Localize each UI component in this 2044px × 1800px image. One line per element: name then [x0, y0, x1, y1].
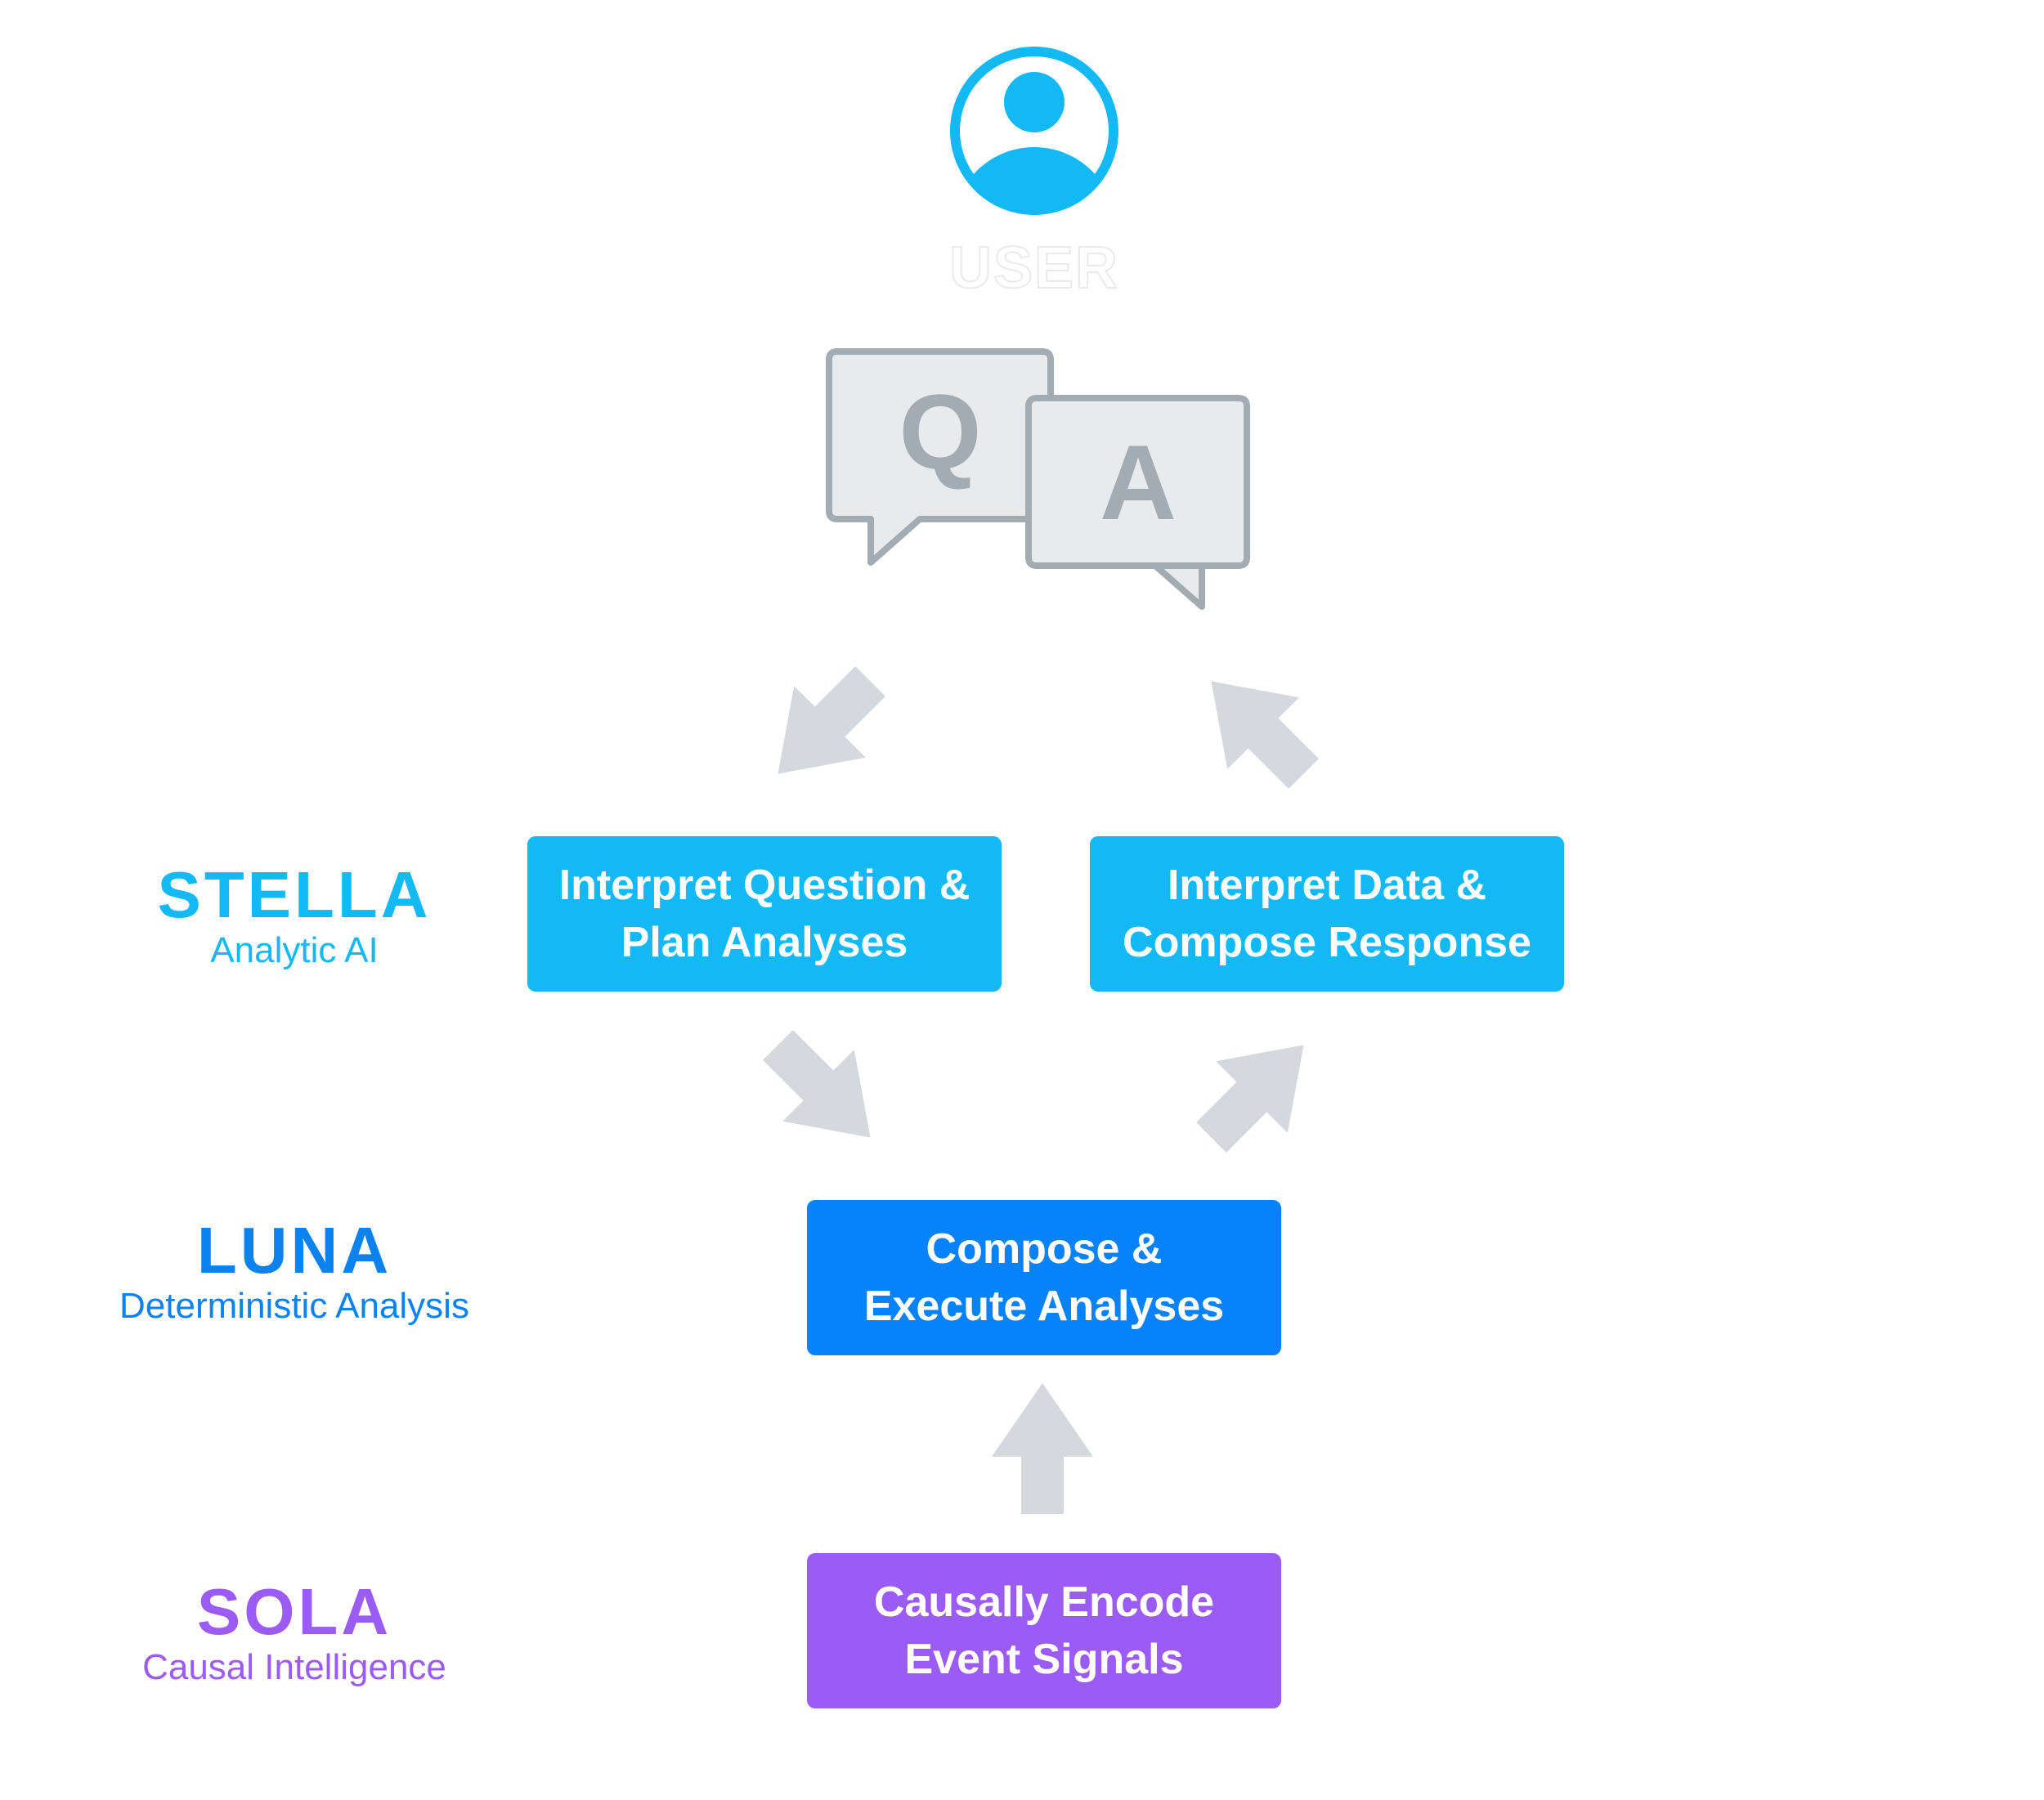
qa-bubbles-icon: Q A: [826, 348, 1250, 610]
arrow-interpret-question-to-compose: [742, 1009, 907, 1174]
layer-subtitle: Analytic AI: [210, 930, 379, 970]
box-line-2: Execute Analyses: [863, 1283, 1225, 1330]
box-line-1: Compose &: [926, 1225, 1163, 1273]
box-line-1: Causally Encode: [873, 1578, 1215, 1626]
user-avatar-icon: [950, 47, 1118, 215]
layer-subtitle: Deterministic Analysis: [119, 1286, 469, 1326]
arrow-interpret-data-to-qa: [1175, 645, 1340, 810]
layer-name: SOLA: [196, 1575, 392, 1648]
layer-name: STELLA: [157, 858, 432, 931]
box-line-1: Interpret Question &: [558, 862, 970, 909]
user-label: USER: [948, 235, 1120, 301]
layer-name: LUNA: [196, 1214, 392, 1287]
question-letter: Q: [899, 372, 981, 491]
layer-subtitle: Causal Intelligence: [142, 1647, 446, 1687]
box-line-2: Event Signals: [904, 1636, 1184, 1683]
answer-letter: A: [1100, 423, 1177, 542]
box-interpret-question: Interpret Question & Plan Analyses: [527, 836, 1002, 992]
box-causally-encode: Causally Encode Event Signals: [807, 1553, 1281, 1708]
layer-label-stella: STELLA Analytic AI: [98, 862, 491, 969]
box-line-1: Interpret Data &: [1167, 862, 1487, 909]
box-interpret-data: Interpret Data & Compose Response: [1090, 836, 1564, 992]
box-compose-execute: Compose & Execute Analyses: [807, 1200, 1281, 1355]
layer-label-sola: SOLA Causal Intelligence: [82, 1579, 507, 1686]
question-bubble: [826, 348, 1054, 566]
answer-bubble: [1025, 395, 1250, 610]
box-line-2: Compose Response: [1123, 919, 1531, 966]
box-line-2: Plan Analyses: [621, 919, 908, 966]
layer-label-luna: LUNA Deterministic Analysis: [65, 1218, 523, 1324]
arrow-causal-to-compose: [992, 1383, 1093, 1514]
arrow-compose-to-interpret-data: [1175, 1009, 1340, 1174]
arrow-qa-to-interpret-question: [742, 645, 907, 810]
